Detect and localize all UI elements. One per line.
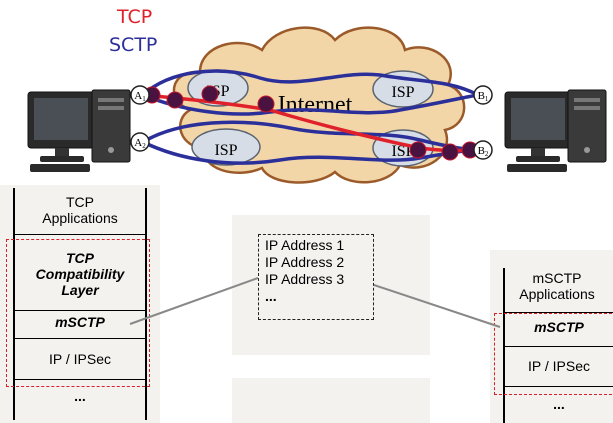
- internet-label: Internet: [278, 92, 353, 118]
- right-stack-msctp: mSCTP: [534, 319, 584, 335]
- ip-address-more: ...: [265, 288, 277, 304]
- ip-address-3: IP Address 3: [265, 271, 345, 287]
- endpoint-b2: B2: [473, 140, 493, 160]
- left-stack-ip: IP / IPSec: [49, 351, 111, 367]
- endpoint-b1: B1: [473, 85, 493, 105]
- endpoint-a1: A1: [130, 85, 150, 105]
- svg-text:A1: A1: [134, 90, 146, 103]
- right-computer-icon: [504, 89, 607, 172]
- right-stack-ip: IP / IPSec: [528, 358, 590, 374]
- right-stack-more: ...: [553, 396, 565, 412]
- legend-sctp: SCTP: [109, 34, 158, 56]
- endpoint-a2: A2: [130, 132, 150, 152]
- middle-panel-bottom: [232, 378, 430, 423]
- left-stack-apps: TCP Applications: [42, 194, 118, 226]
- svg-text:A2: A2: [134, 137, 146, 150]
- svg-text:B2: B2: [478, 145, 489, 158]
- left-stack-more: ...: [74, 388, 86, 404]
- network-diagram: Internet ISP ISP ISP ISP A1 A2 B1 B2: [27, 26, 607, 184]
- left-stack-highlight: [6, 239, 150, 387]
- ip-address-box: IP Address 1 IP Address 2 IP Address 3 .…: [258, 234, 374, 320]
- left-protocol-stack: TCP Applications TCP Compatibility Layer…: [13, 188, 147, 420]
- right-stack-apps: mSCTP Applications: [519, 270, 595, 302]
- svg-text:B1: B1: [478, 90, 489, 103]
- left-stack-msctp: mSCTP: [55, 314, 105, 330]
- legend-tcp: TCP: [117, 6, 153, 28]
- ip-address-1: IP Address 1: [265, 237, 345, 253]
- isp-label-2: ISP: [391, 84, 414, 101]
- ip-address-2: IP Address 2: [265, 254, 345, 270]
- left-computer-icon: [27, 89, 131, 172]
- right-protocol-stack: mSCTP Applications mSCTP IP / IPSec ...: [503, 268, 613, 423]
- isp-bubble-bottom-left: [191, 128, 261, 166]
- right-stack-highlight: [494, 313, 612, 395]
- isp-label-3: ISP: [214, 142, 237, 159]
- left-stack-compat: TCP Compatibility Layer: [35, 250, 125, 298]
